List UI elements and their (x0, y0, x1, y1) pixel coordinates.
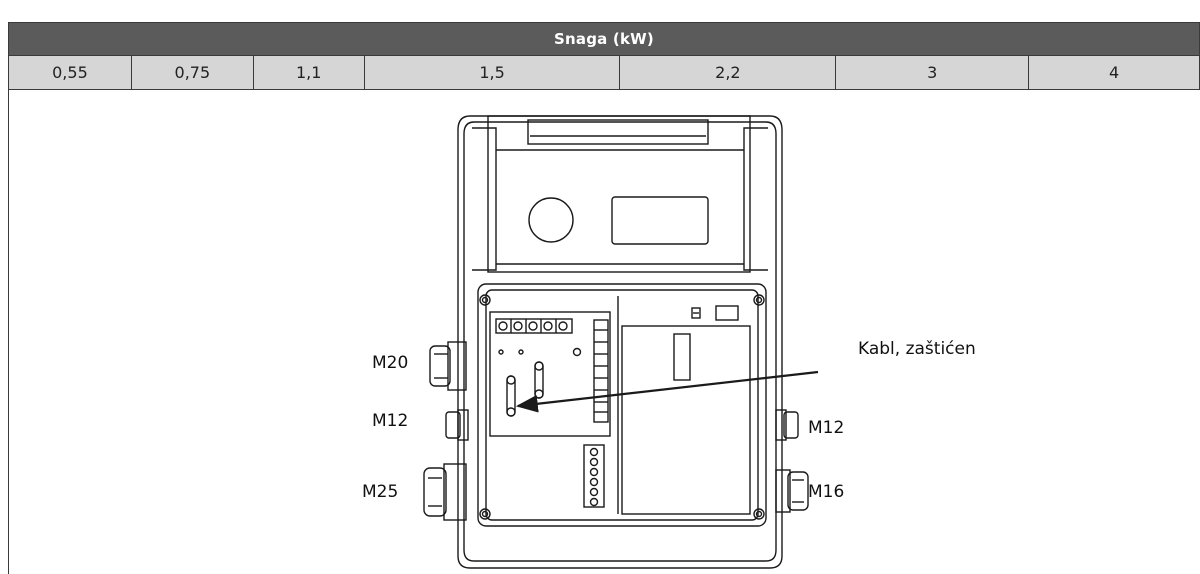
power-values-row: 0,55 0,75 1,1 1,5 2,2 3 4 (8, 56, 1200, 90)
table-left-border (8, 90, 9, 574)
display-cover (487, 115, 751, 273)
gland-label-m25: M25 (362, 482, 399, 502)
terminal-compartment (477, 283, 767, 527)
cable-gland-left-middle-icon (445, 409, 469, 441)
power-cell: 4 (1029, 56, 1200, 89)
power-cell: 0,55 (9, 56, 132, 89)
cable-gland-right-middle-icon (775, 409, 799, 441)
display-window-icon (611, 196, 709, 245)
housing-outline (457, 115, 783, 569)
power-cell: 3 (836, 56, 1030, 89)
gland-label-m12-right: M12 (808, 418, 845, 438)
cable-gland-left-bottom-icon (423, 463, 467, 521)
cable-gland-left-top-icon (429, 341, 467, 391)
cable-callout-arrow (515, 370, 819, 413)
knob-icon (528, 197, 574, 243)
gland-label-m20: M20 (372, 353, 409, 373)
table-header: Snaga (kW) (8, 22, 1200, 56)
terminal-board (489, 311, 611, 508)
dip-switch-icon (691, 307, 701, 319)
power-cell: 2,2 (620, 56, 837, 89)
power-cell: 1,5 (365, 56, 621, 89)
gland-label-m12-left: M12 (372, 411, 409, 431)
cable-gland-right-bottom-icon (775, 469, 809, 513)
gland-label-m16: M16 (808, 482, 845, 502)
table-header-title: Snaga (kW) (554, 30, 654, 48)
power-cell: 1,1 (254, 56, 365, 89)
power-cell: 0,75 (132, 56, 254, 89)
cable-callout-label: Kabl, zaštićen (858, 339, 976, 359)
